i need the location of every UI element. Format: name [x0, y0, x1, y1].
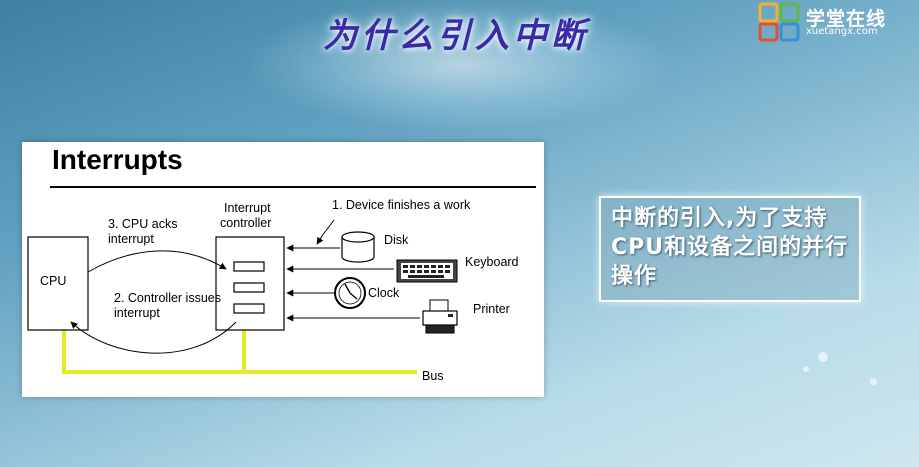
clock-icon: [334, 277, 366, 309]
xuetangx-logo: 学堂在线 xuetangx.com: [758, 2, 918, 42]
decor-dot: [818, 352, 828, 362]
controller-slot-3: [233, 303, 265, 314]
decor-dot: [803, 366, 809, 372]
step2-label-line1: 2. Controller issues: [114, 291, 221, 305]
explanation-text: 中断的引入,为了支持CPU和设备之间的并行操作: [611, 206, 849, 289]
keyboard-label: Keyboard: [465, 255, 519, 269]
interrupt-diagram: Bus CPU Interrupt controller 3. CPU acks…: [27, 198, 519, 383]
controller-label-line1: Interrupt: [224, 201, 271, 215]
cpu-ack-arrow: [87, 250, 227, 273]
controller-slot-2: [233, 282, 265, 293]
decor-dot: [870, 378, 877, 385]
explanation-box: 中断的引入,为了支持CPU和设备之间的并行操作: [599, 196, 861, 302]
clock-label: Clock: [368, 286, 400, 300]
page-title: 为什么引入中断: [323, 16, 589, 56]
printer-label: Printer: [473, 302, 510, 316]
bus-line: [62, 330, 417, 374]
step2-label-line2: interrupt: [114, 306, 160, 320]
cpu-box: [27, 236, 89, 331]
logo-url: xuetangx.com: [806, 26, 878, 37]
logo-squares-icon: [758, 2, 800, 42]
controller-interrupt-arrow: [70, 321, 237, 354]
printer-icon: [422, 299, 458, 334]
step3-label-line1: 3. CPU acks: [108, 217, 177, 231]
cpu-label: CPU: [40, 274, 66, 288]
logo-name: 学堂在线: [806, 8, 887, 30]
slide-divider: [50, 186, 536, 188]
step1-label: 1. Device finishes a work: [332, 198, 471, 212]
bus-label: Bus: [422, 369, 444, 383]
controller-label-line2: controller: [220, 216, 271, 230]
step3-label-line2: interrupt: [108, 232, 154, 246]
disk-label: Disk: [384, 233, 409, 247]
device-finishes-arrow: [316, 219, 335, 245]
disk-icon: [341, 231, 375, 263]
controller-slot-1: [233, 261, 265, 272]
keyboard-icon: [396, 259, 458, 283]
title-glow: [250, 0, 670, 130]
interrupts-slide: Interrupts Bus CPU Interrupt controller …: [22, 142, 544, 397]
slide-title: Interrupts: [52, 144, 183, 175]
